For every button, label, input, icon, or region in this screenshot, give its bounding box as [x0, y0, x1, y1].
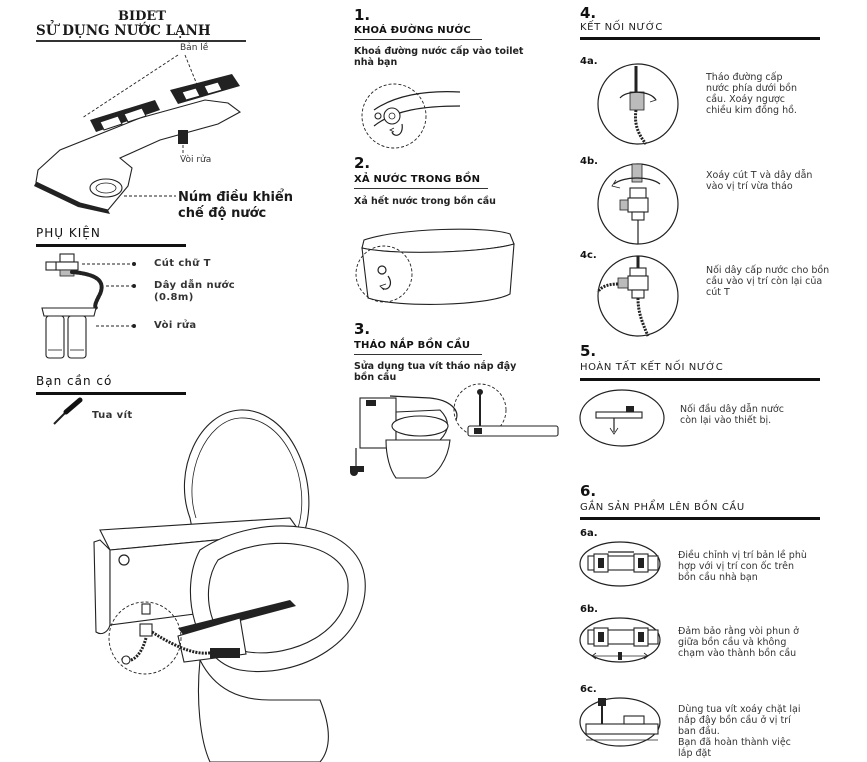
knob-label-line1: Núm điều khiển [178, 190, 293, 205]
accessory-t-adapter-label: Cút chữ T [154, 258, 211, 269]
accessory-hose-label-1: Dây dẫn nước [154, 280, 236, 291]
step-4a-number: 4a. [580, 56, 598, 67]
step-5-line-2: còn lại vào thiết bị. [680, 415, 772, 426]
accessory-drawings [41, 253, 136, 359]
step-4a-line-1: Tháo đường cấp [706, 72, 783, 83]
accessory-hose-label-2: (0.8m) [154, 292, 194, 303]
nozzle-icon [41, 307, 97, 359]
screwdriver-icon [53, 397, 83, 425]
connect-hose-illustration [596, 255, 679, 337]
flush-tank-illustration [355, 228, 515, 305]
title-line-2: SỬ DỤNG NƯỚC LẠNH [36, 23, 211, 39]
step-6a-line-1: Điều chỉnh vị trí bản lề phù [678, 550, 807, 561]
step-6c-line-2: nắp đậy bồn cầu ở vị trí [678, 715, 791, 726]
you-need-rule [36, 392, 186, 395]
step-2-rule [354, 188, 488, 189]
title-line-1: BIDET [118, 9, 166, 24]
step-6a-number: 6a. [580, 528, 598, 539]
accessory-nozzle-label: Vòi rửa [154, 320, 197, 331]
step-5-title: HOÀN TẤT KẾT NỐI NƯỚC [580, 362, 724, 373]
tighten-seat-illustration [579, 697, 661, 747]
step-4c-line-3: cút T [706, 287, 730, 298]
step-4a-line-3: cầu. Xoáy ngược [706, 94, 785, 105]
step-4-rule [580, 37, 820, 40]
step-4a-line-4: chiều kim đồng hồ. [706, 105, 797, 116]
step-4c-number: 4c. [580, 250, 597, 261]
step-6-number: 6. [580, 482, 597, 500]
step-4c-line-1: Nối dây cấp nước cho bồn [706, 265, 830, 276]
step-1-desc-1: Khoá đường nước cấp vào toilet [354, 46, 524, 57]
you-need-title: Bạn cần có [36, 374, 113, 388]
step-5-number: 5. [580, 342, 597, 360]
step-6c-line-4: Bạn đã hoàn thành việc [678, 737, 791, 748]
step-6c-line-1: Dùng tua vít xoáy chặt lại [678, 704, 801, 715]
step-4c-line-2: cầu vào vị trí còn lại của [706, 276, 823, 287]
step-6-rule [580, 517, 820, 520]
connect-device-illustration [579, 389, 665, 447]
toilet-installation-illustration [93, 409, 366, 762]
step-3-title: THÁO NẮP BỒN CẦU [354, 340, 471, 351]
step-6-title: GẮN SẢN PHẨM LÊN BỒN CẦU [580, 502, 745, 513]
knob-label-line2: chế độ nước [178, 206, 267, 221]
screwdriver-label: Tua vít [92, 410, 133, 421]
step-6a-line-2: hợp với vị trí con ốc trên [678, 561, 794, 572]
title-underline [36, 40, 246, 42]
hinge-label: Bản lề [180, 43, 209, 53]
step-5-rule [580, 378, 820, 381]
step-1-number: 1. [354, 6, 371, 24]
step-6c-number: 6c. [580, 684, 597, 695]
step-6c-line-5: lắp đặt [678, 748, 712, 759]
water-hose-icon [70, 270, 104, 310]
step-4-number: 4. [580, 4, 597, 22]
step-4b-line-2: vào vị trí vừa tháo [706, 181, 793, 192]
unscrew-supply-illustration [597, 63, 679, 145]
step-6b-line-2: giữa bồn cầu và không [678, 637, 787, 648]
step-6c-line-3: ban đầu. [678, 726, 720, 737]
step-4b-number: 4b. [580, 156, 598, 167]
step-6b-number: 6b. [580, 604, 598, 615]
step-6b-line-3: chạm vào thành bồn cầu [678, 648, 797, 659]
step-1-rule [354, 39, 482, 40]
step-5-line-1: Nối đầu dây dẫn nước [680, 404, 784, 415]
attach-t-adapter-illustration [597, 163, 679, 245]
bidet-product-illustration [34, 54, 242, 214]
step-6a-line-3: bồn cầu nhà bạn [678, 572, 758, 583]
step-3-rule [354, 354, 482, 355]
step-2-desc: Xả hết nước trong bồn cầu [354, 196, 496, 207]
step-4-title: KẾT NỐI NƯỚC [580, 22, 664, 33]
accessories-rule [36, 244, 186, 247]
adjust-hinge-illustration [579, 541, 661, 587]
step-2-number: 2. [354, 154, 371, 172]
step-3-number: 3. [354, 320, 371, 338]
t-adapter-icon [45, 253, 79, 277]
step-2-title: XẢ NƯỚC TRONG BỒN [354, 174, 481, 185]
step-3-desc-2: bồn cầu [354, 372, 397, 383]
step-4a-line-2: nước phía dưới bồn [706, 83, 798, 94]
shutoff-valve-illustration [361, 83, 461, 149]
step-3-desc-1: Sửa dụng tua vít tháo nắp đậy [354, 361, 517, 372]
step-4b-line-1: Xoáy cút T và dây dẫn [706, 170, 813, 181]
step-1-title: KHOÁ ĐƯỜNG NƯỚC [354, 25, 471, 36]
nozzle-label: Vòi rửa [180, 155, 212, 165]
remove-seat-illustration [350, 383, 559, 479]
step-1-desc-2: nhà bạn [354, 57, 398, 68]
center-nozzle-illustration [579, 617, 661, 663]
accessories-title: PHỤ KIỆN [36, 226, 101, 240]
step-6b-line-1: Đảm bảo rằng vòi phun ở [678, 626, 799, 637]
